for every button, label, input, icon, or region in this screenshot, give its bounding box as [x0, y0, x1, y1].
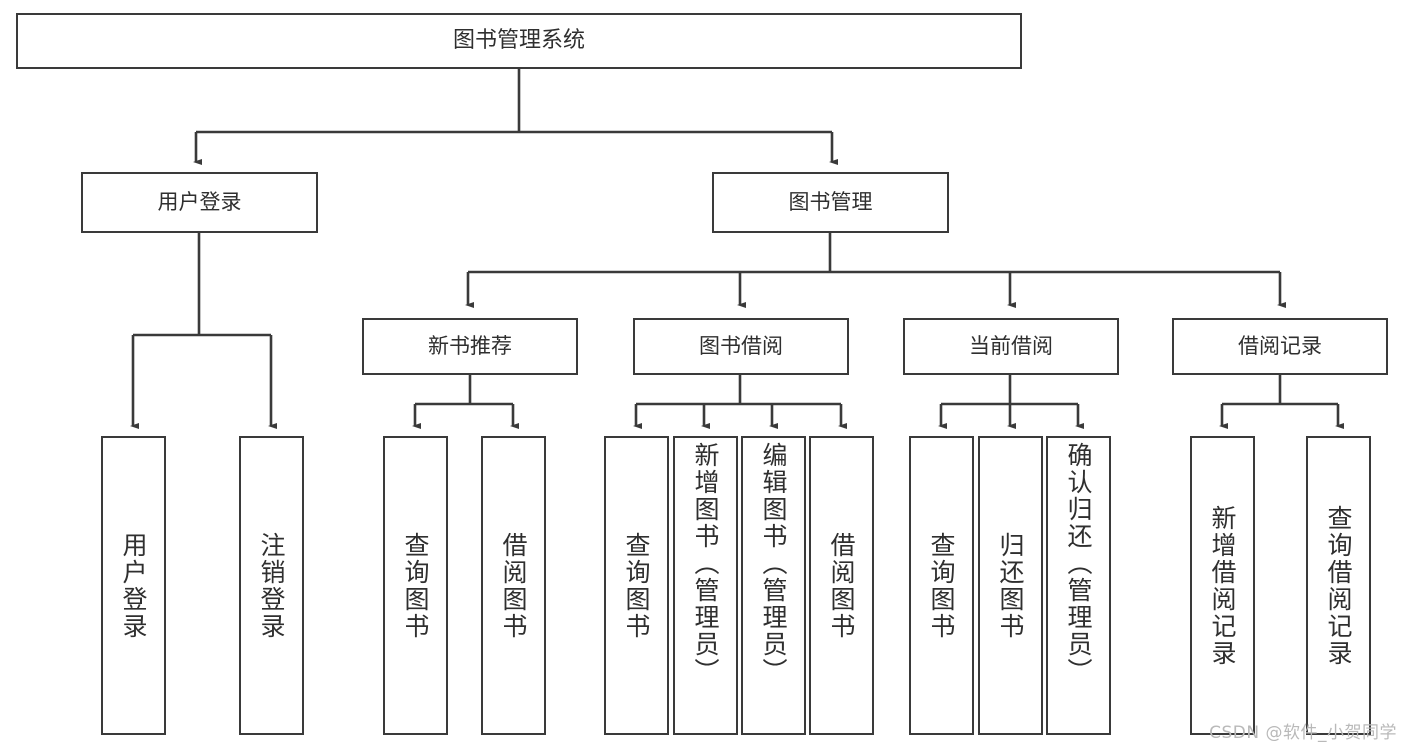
node-label: 注销登录 [257, 531, 286, 640]
leaf-borrow-book-recommend[interactable]: 借阅图书 [481, 436, 546, 735]
node-label: 新书推荐 [428, 334, 512, 359]
node-label: 当前借阅 [969, 334, 1053, 359]
node-label: 借阅图书 [499, 531, 528, 640]
node-borrow-record[interactable]: 借阅记录 [1172, 318, 1388, 375]
watermark: CSDN @软件_小贺同学 [1209, 723, 1397, 743]
node-label: 编辑图书（管理员） [759, 442, 788, 685]
leaf-confirm-return[interactable]: 确认归还（管理员） [1046, 436, 1111, 735]
leaf-query-book-current[interactable]: 查询图书 [909, 436, 974, 735]
node-current-borrow[interactable]: 当前借阅 [903, 318, 1119, 375]
node-label: 用户登录 [157, 190, 242, 215]
node-label: 查询图书 [927, 531, 956, 640]
leaf-query-book-recommend[interactable]: 查询图书 [383, 436, 448, 735]
leaf-query-borrow-record[interactable]: 查询借阅记录 [1306, 436, 1371, 735]
node-label: 图书管理系统 [452, 28, 585, 54]
leaf-return-book[interactable]: 归还图书 [978, 436, 1043, 735]
leaf-add-book[interactable]: 新增图书（管理员） [673, 436, 738, 735]
node-label: 借阅记录 [1238, 334, 1322, 359]
node-label: 图书管理 [788, 190, 873, 215]
node-new-book-recommend[interactable]: 新书推荐 [362, 318, 578, 375]
leaf-borrow-book[interactable]: 借阅图书 [809, 436, 874, 735]
node-book-manage[interactable]: 图书管理 [712, 172, 949, 233]
node-label: 确认归还（管理员） [1064, 442, 1093, 685]
leaf-user-login[interactable]: 用户登录 [101, 436, 166, 735]
leaf-query-book-borrow[interactable]: 查询图书 [604, 436, 669, 735]
leaf-logout-login[interactable]: 注销登录 [239, 436, 304, 735]
node-label: 查询借阅记录 [1324, 504, 1353, 667]
node-label: 新增借阅记录 [1208, 504, 1237, 667]
leaf-add-borrow-record[interactable]: 新增借阅记录 [1190, 436, 1255, 735]
node-label: 查询图书 [401, 531, 430, 640]
node-book-borrow[interactable]: 图书借阅 [633, 318, 849, 375]
node-label: 借阅图书 [827, 531, 856, 640]
node-label: 新增图书（管理员） [691, 442, 720, 685]
node-user-login[interactable]: 用户登录 [81, 172, 318, 233]
node-label: 归还图书 [996, 531, 1025, 640]
node-label: 图书借阅 [699, 334, 783, 359]
node-label: 用户登录 [119, 531, 148, 640]
node-root-system[interactable]: 图书管理系统 [16, 13, 1022, 69]
node-label: 查询图书 [622, 531, 651, 640]
leaf-edit-book[interactable]: 编辑图书（管理员） [741, 436, 806, 735]
